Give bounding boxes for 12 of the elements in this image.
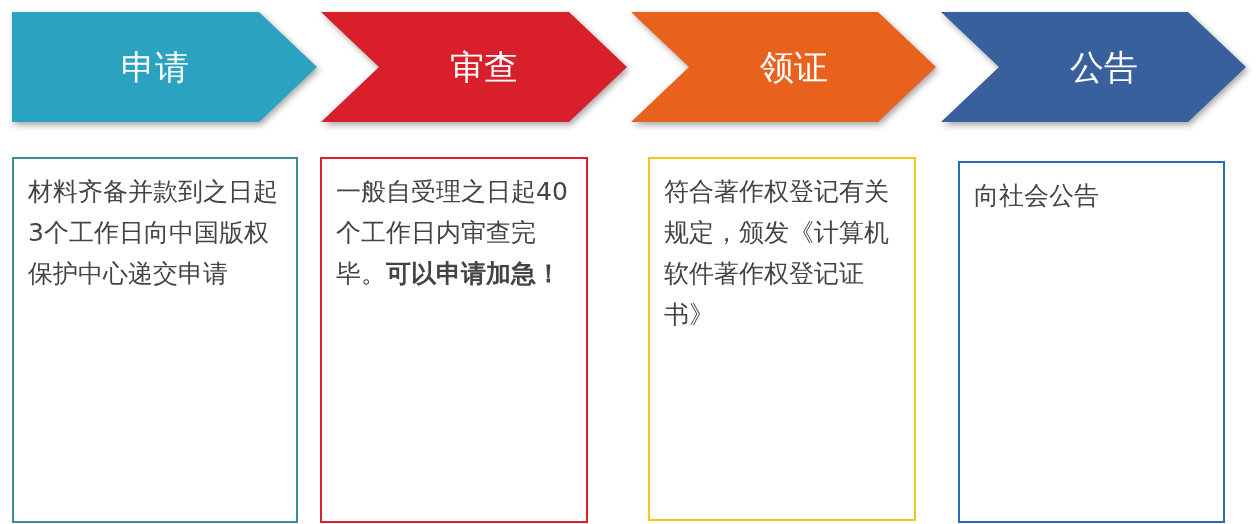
description-box [12, 157, 298, 523]
description-text: 向社会公告 [974, 180, 1100, 212]
description-text: 符合著作权登记有关规定，颁发《计算机软件著作权登记证书》 [664, 176, 890, 331]
description-text: 一般自受理之日起40个工作日内审查完毕。可以申请加急！ [336, 176, 569, 290]
step-title: 公告 [1069, 50, 1138, 84]
description-box [320, 157, 588, 523]
description-box [958, 161, 1225, 523]
step-title: 领证 [759, 50, 828, 84]
description-text: 材料齐备并款到之日起3个工作日向中国版权保护中心递交申请 [28, 176, 279, 290]
step-title: 申请 [120, 50, 189, 84]
description-box [648, 157, 916, 521]
step-title: 审查 [450, 50, 518, 84]
